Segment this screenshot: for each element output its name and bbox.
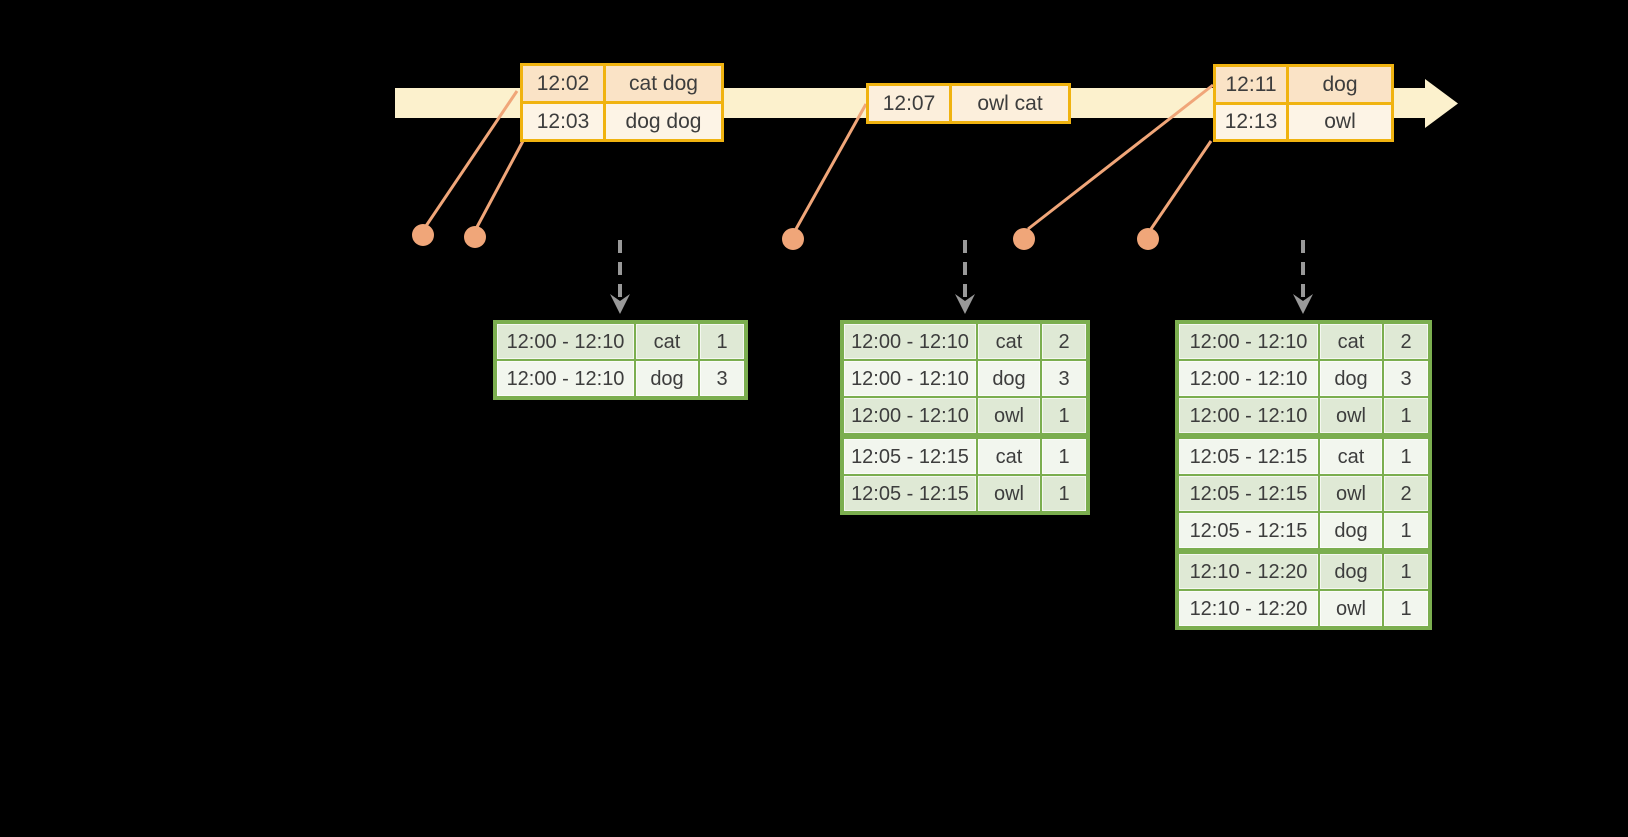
- result-table-2: 12:00 - 12:10 cat 2 12:00 - 12:10 dog 3 …: [840, 320, 1090, 515]
- trigger-arrowhead-icon: [610, 294, 630, 314]
- event-marker-line: [475, 140, 525, 228]
- table-row: 12:10 - 12:20 dog 1: [1179, 554, 1428, 589]
- word-cell: dog: [1320, 361, 1382, 396]
- event-time-cell: 12:11: [1216, 67, 1286, 102]
- event-words-cell: dog: [1289, 67, 1391, 102]
- word-cell: dog: [978, 361, 1040, 396]
- event-box-1202: 12:02 cat dog 12:03 dog dog: [520, 63, 724, 142]
- word-cell: owl: [978, 398, 1040, 433]
- word-cell: dog: [1320, 513, 1382, 548]
- word-cell: cat: [636, 324, 698, 359]
- event-marker-dot: [412, 224, 434, 246]
- count-cell: 3: [1384, 361, 1428, 396]
- word-cell: owl: [1320, 591, 1382, 626]
- table-row: 12:00 - 12:10 dog 3: [844, 361, 1086, 396]
- table-row: 12:05 - 12:15 cat 1: [1179, 439, 1428, 474]
- count-cell: 1: [1384, 591, 1428, 626]
- event-marker-dot: [782, 228, 804, 250]
- result-table-1: 12:00 - 12:10 cat 1 12:00 - 12:10 dog 3: [493, 320, 748, 400]
- table-row: 12:00 - 12:10 owl 1: [844, 398, 1086, 433]
- trigger-arrowhead-icon: [1293, 294, 1313, 314]
- count-cell: 1: [1384, 398, 1428, 433]
- event-time-cell: 12:02: [523, 66, 603, 101]
- word-cell: cat: [1320, 324, 1382, 359]
- event-time-cell: 12:03: [523, 104, 603, 139]
- window-cell: 12:00 - 12:10: [844, 361, 976, 396]
- count-cell: 1: [1384, 554, 1428, 589]
- window-cell: 12:05 - 12:15: [844, 439, 976, 474]
- word-cell: dog: [1320, 554, 1382, 589]
- count-cell: 2: [1384, 324, 1428, 359]
- word-cell: owl: [978, 476, 1040, 511]
- count-cell: 1: [1042, 398, 1086, 433]
- table-row: 12:05 - 12:15 owl 1: [844, 476, 1086, 511]
- table-row: 12:00 - 12:10 cat 2: [1179, 324, 1428, 359]
- event-marker-dot: [1137, 228, 1159, 250]
- window-cell: 12:10 - 12:20: [1179, 554, 1318, 589]
- window-cell: 12:00 - 12:10: [1179, 398, 1318, 433]
- event-time-cell: 12:13: [1216, 104, 1286, 139]
- event-marker-line: [1149, 140, 1213, 230]
- word-cell: cat: [978, 439, 1040, 474]
- word-cell: dog: [636, 361, 698, 396]
- count-cell: 1: [1384, 439, 1428, 474]
- word-cell: cat: [978, 324, 1040, 359]
- table-row: 12:00 - 12:10 owl 1: [1179, 398, 1428, 433]
- event-box-1211: 12:11 dog 12:13 owl: [1213, 64, 1394, 142]
- window-cell: 12:00 - 12:10: [1179, 324, 1318, 359]
- count-cell: 1: [700, 324, 744, 359]
- count-cell: 2: [1384, 476, 1428, 511]
- count-cell: 3: [1042, 361, 1086, 396]
- table-row: 12:00 - 12:10 dog 3: [1179, 361, 1428, 396]
- word-cell: cat: [1320, 439, 1382, 474]
- count-cell: 3: [700, 361, 744, 396]
- table-row: 12:00 - 12:10 dog 3: [497, 361, 744, 396]
- table-row: 12:00 - 12:10 cat 1: [497, 324, 744, 359]
- trigger-arrowhead-icon: [955, 294, 975, 314]
- table-row: 12:05 - 12:15 dog 1: [1179, 513, 1428, 548]
- event-marker-dot: [1013, 228, 1035, 250]
- event-marker-line: [794, 103, 868, 230]
- event-words-cell: owl: [1289, 104, 1391, 139]
- window-cell: 12:05 - 12:15: [1179, 513, 1318, 548]
- window-cell: 12:00 - 12:10: [844, 398, 976, 433]
- table-row: 12:05 - 12:15 owl 2: [1179, 476, 1428, 511]
- event-marker-line: [424, 90, 519, 227]
- result-table-3: 12:00 - 12:10 cat 2 12:00 - 12:10 dog 3 …: [1175, 320, 1432, 630]
- table-row: 12:00 - 12:10 cat 2: [844, 324, 1086, 359]
- window-cell: 12:05 - 12:15: [844, 476, 976, 511]
- count-cell: 2: [1042, 324, 1086, 359]
- count-cell: 1: [1384, 513, 1428, 548]
- window-cell: 12:00 - 12:10: [844, 324, 976, 359]
- window-cell: 12:05 - 12:15: [1179, 439, 1318, 474]
- event-words-cell: cat dog: [606, 66, 721, 101]
- table-row: 12:05 - 12:15 cat 1: [844, 439, 1086, 474]
- count-cell: 1: [1042, 476, 1086, 511]
- event-words-cell: dog dog: [606, 104, 721, 139]
- event-box-1207: 12:07 owl cat: [866, 83, 1071, 124]
- word-cell: owl: [1320, 476, 1382, 511]
- word-cell: owl: [1320, 398, 1382, 433]
- event-time-cell: 12:07: [869, 86, 949, 121]
- window-cell: 12:05 - 12:15: [1179, 476, 1318, 511]
- event-marker-dot: [464, 226, 486, 248]
- count-cell: 1: [1042, 439, 1086, 474]
- window-cell: 12:00 - 12:10: [497, 324, 634, 359]
- timeline-arrowhead-icon: [1425, 79, 1458, 128]
- table-row: 12:10 - 12:20 owl 1: [1179, 591, 1428, 626]
- event-marker-line: [1027, 83, 1214, 231]
- event-words-cell: owl cat: [952, 86, 1068, 121]
- window-cell: 12:10 - 12:20: [1179, 591, 1318, 626]
- window-cell: 12:00 - 12:10: [497, 361, 634, 396]
- window-cell: 12:00 - 12:10: [1179, 361, 1318, 396]
